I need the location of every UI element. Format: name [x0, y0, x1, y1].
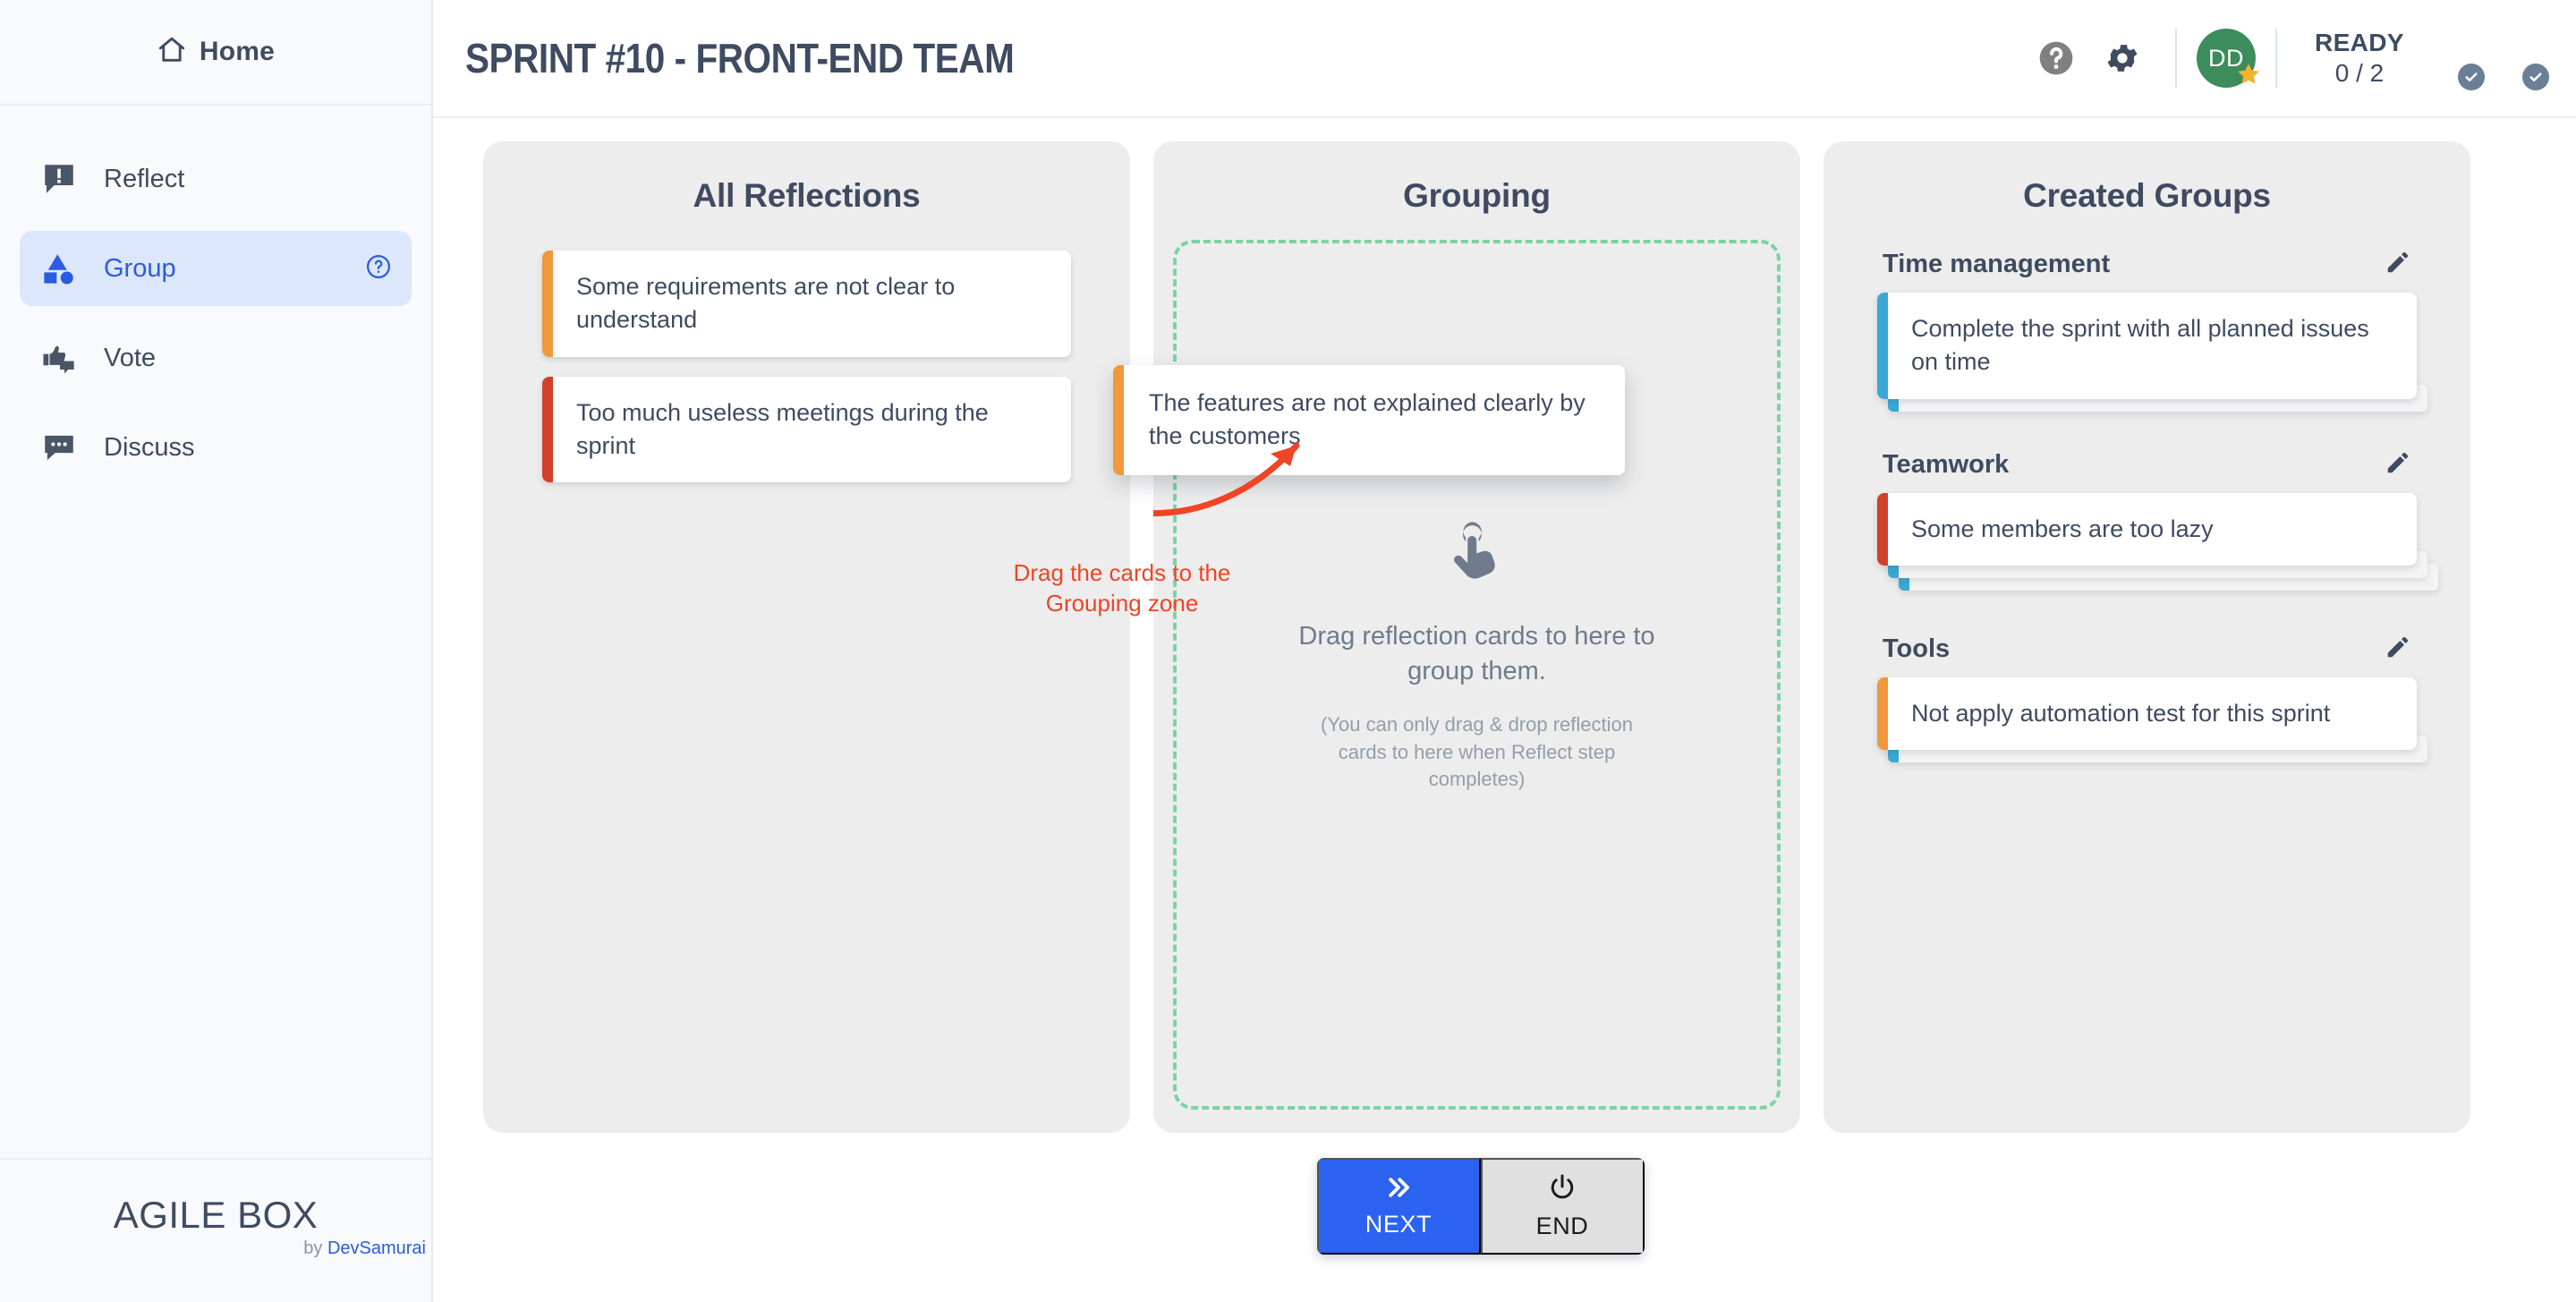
sidebar-item-label: Reflect: [104, 164, 185, 193]
pencil-icon[interactable]: [2385, 449, 2411, 481]
brand-byline: by DevSamurai: [0, 1238, 431, 1259]
next-button[interactable]: NEXT: [1316, 1157, 1481, 1255]
home-label: Home: [199, 37, 276, 66]
sidebar-nav: Reflect Group: [0, 106, 431, 1158]
group-name: Teamwork: [1883, 449, 2010, 479]
sidebar-item-label: Discuss: [104, 432, 195, 462]
gear-icon[interactable]: [2089, 25, 2155, 91]
divider: [2174, 29, 2177, 88]
dragging-reflection-card[interactable]: The features are not explained clearly b…: [1113, 365, 1625, 475]
column-title: Grouping: [1403, 177, 1551, 214]
brand-footer: AGILE BOX by DevSamurai: [0, 1157, 431, 1302]
reflection-card-list: Some requirements are not clear to under…: [483, 251, 1130, 482]
group-list: Time management Complete the sprint with…: [1824, 249, 2470, 762]
tap-hand-icon: [1449, 520, 1506, 589]
brand-name: AGILE BOX: [113, 1193, 319, 1236]
page-title: SPRINT #10 - FRONT-END TEAM: [465, 35, 1015, 81]
power-icon: [1547, 1172, 1577, 1205]
vote-thumbs-icon: [39, 338, 79, 378]
check-icon: [2522, 64, 2549, 90]
group-card-stack: Complete the sprint with all planned iss…: [1877, 293, 2427, 412]
group-name: Tools: [1883, 634, 1951, 663]
brand-company: DevSamurai: [327, 1238, 426, 1258]
dropzone-main-text: Drag reflection cards to here to group t…: [1298, 621, 1655, 686]
sidebar-home[interactable]: Home: [0, 0, 431, 106]
sidebar: Home Reflect: [0, 0, 433, 1302]
ready-label: READY: [2314, 29, 2404, 56]
topbar: SPRINT #10 - FRONT-END TEAM: [433, 0, 2576, 118]
group-item: Teamwork Some members are too lazy: [1877, 449, 2438, 591]
column-title: All Reflections: [693, 177, 921, 214]
board: All Reflections Some requirements are no…: [433, 118, 2576, 1133]
sidebar-item-discuss[interactable]: Discuss: [20, 410, 412, 485]
main-area: SPRINT #10 - FRONT-END TEAM: [433, 0, 2576, 1302]
home-icon: [157, 35, 187, 70]
dropzone-sub-text: (You can only drag & drop reflection car…: [1321, 712, 1633, 791]
group-card-stack: Not apply automation test for this sprin…: [1877, 677, 2427, 762]
group-name: Time management: [1883, 250, 2111, 278]
group-item: Time management Complete the sprint with…: [1877, 249, 2427, 412]
group-card-stack: Some members are too lazy: [1877, 492, 2438, 591]
sidebar-item-reflect[interactable]: Reflect: [20, 141, 412, 217]
group-header: Time management: [1877, 249, 2417, 293]
divider: [2274, 29, 2277, 88]
column-created-groups: Created Groups Time management: [1824, 141, 2470, 1133]
column-title: Created Groups: [2023, 177, 2271, 214]
current-user-avatar[interactable]: DD: [2196, 29, 2259, 88]
check-icon: [2458, 64, 2485, 90]
group-header: Tools: [1877, 634, 2417, 677]
participant-avatars: [2420, 28, 2549, 90]
sidebar-item-label: Group: [104, 253, 176, 283]
sidebar-item-group[interactable]: Group: [20, 231, 412, 306]
group-item: Tools Not apply automation test for this…: [1877, 634, 2427, 762]
footer-actions: NEXT END: [433, 1110, 2576, 1302]
column-grouping: Grouping Drag reflection cards to here t…: [1014, 141, 1800, 1133]
next-button-label: NEXT: [1365, 1210, 1433, 1238]
annotation-text: Drag the cards to the Grouping zone: [1013, 559, 1231, 617]
group-shapes-icon: [39, 249, 79, 288]
topbar-actions: DD READY 0 / 2: [2023, 25, 2549, 91]
ready-status: READY 0 / 2: [2297, 29, 2417, 88]
step-button-group: NEXT END: [1316, 1157, 1645, 1255]
star-icon: [2235, 61, 2262, 92]
double-chevron-right-icon: [1381, 1174, 1416, 1204]
sidebar-item-vote[interactable]: Vote: [20, 320, 412, 396]
avatar[interactable]: [2420, 28, 2485, 90]
help-circle-icon[interactable]: [365, 253, 392, 285]
reflection-card[interactable]: Too much useless meetings during the spr…: [542, 376, 1071, 482]
help-icon[interactable]: [2023, 25, 2089, 91]
grouping-dropzone[interactable]: Drag reflection cards to here to group t…: [1173, 240, 1781, 1110]
group-reflection-card[interactable]: Complete the sprint with all planned iss…: [1877, 293, 2417, 399]
end-button-label: END: [1535, 1212, 1589, 1239]
reflection-card[interactable]: Some requirements are not clear to under…: [542, 251, 1071, 357]
group-reflection-card[interactable]: Some members are too lazy: [1877, 492, 2417, 566]
ready-count: 0 / 2: [2334, 59, 2385, 87]
group-header: Teamwork: [1877, 449, 2417, 493]
column-all-reflections: All Reflections Some requirements are no…: [483, 141, 1130, 1133]
brand-by-label: by: [303, 1238, 327, 1258]
reflect-icon: [39, 159, 79, 199]
avatar[interactable]: [2485, 28, 2549, 90]
pencil-icon[interactable]: [2385, 249, 2411, 280]
pencil-icon[interactable]: [2385, 634, 2411, 665]
group-reflection-card[interactable]: Not apply automation test for this sprin…: [1877, 677, 2417, 750]
sidebar-item-label: Vote: [104, 343, 157, 372]
discuss-icon: [39, 428, 79, 467]
end-button[interactable]: END: [1480, 1157, 1645, 1255]
